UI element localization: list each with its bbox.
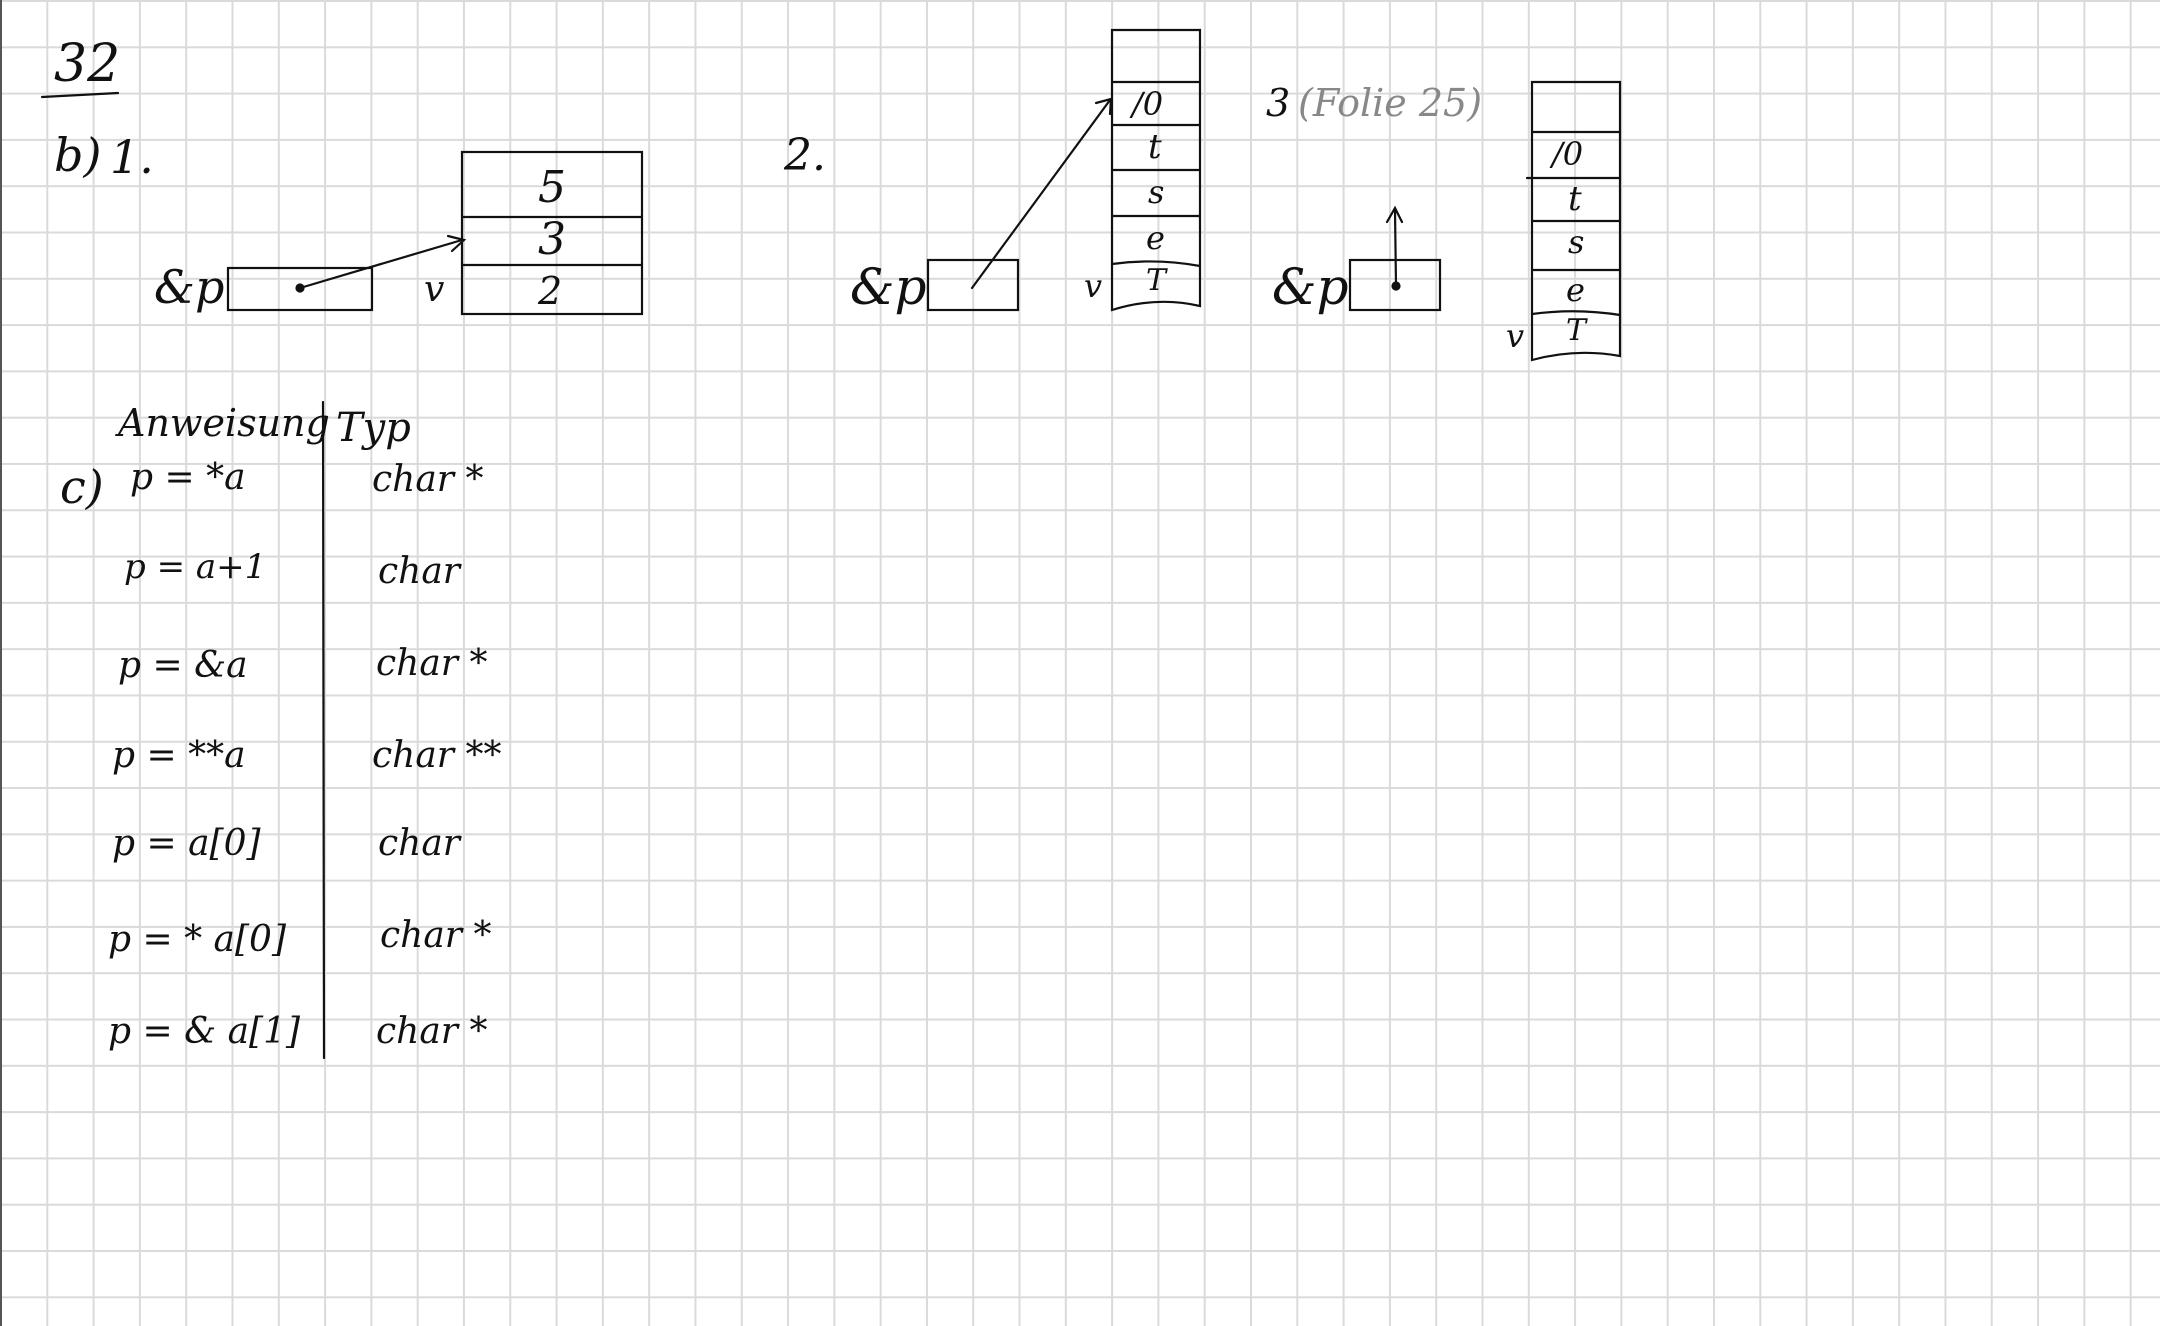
row-6-statement: p = * a[0]: [108, 919, 286, 960]
row-5-type: char: [378, 823, 461, 864]
part-b-label: b): [54, 128, 102, 182]
b3-cell-2: s: [1568, 223, 1585, 261]
b3-pointer-label: &p: [1272, 258, 1349, 316]
page-number-underline: [40, 91, 120, 99]
b2-cell-2: s: [1148, 173, 1165, 211]
row-4-statement: p = **a: [112, 735, 246, 776]
b1-pointer-label: &p: [154, 260, 225, 314]
b1-memory-block: [460, 150, 644, 316]
row-4-type: char **: [372, 735, 502, 776]
b3-v-label: v: [1506, 317, 1525, 355]
b3-note: (Folie 25): [1298, 81, 1483, 125]
page-number: 32: [54, 34, 121, 94]
b2-pointer-box: [926, 258, 1020, 312]
b2-pointer-label: &p: [850, 258, 927, 316]
row-7-statement: p = & a[1]: [108, 1011, 301, 1052]
header-type: Typ: [336, 405, 411, 451]
b3-cell-3: e: [1566, 271, 1585, 309]
b2-array-outline: [1110, 28, 1202, 312]
header-statement: Anweisung: [118, 401, 330, 445]
b2-cell-4: T: [1146, 263, 1167, 298]
part-c-label: c): [60, 460, 104, 514]
row-1-statement: p = *a: [130, 457, 246, 498]
b3-arrow: [1393, 208, 1398, 288]
b2-number: 2.: [784, 130, 826, 181]
b3-cell-4: T: [1566, 313, 1587, 348]
b2-arrow: [970, 98, 1112, 290]
b2-cell-0: /0: [1132, 85, 1164, 123]
b3-cell-1: t: [1568, 179, 1582, 219]
c-table-divider: [321, 400, 326, 1060]
page-edge: [0, 0, 2, 1326]
b3-arrow-head: [1385, 205, 1404, 224]
b1-v-label: v: [424, 269, 445, 310]
row-5-statement: p = a[0]: [112, 823, 261, 864]
b3-number: 3: [1266, 81, 1291, 125]
b3-array-outline: [1530, 80, 1622, 362]
row-3-statement: p = &a: [118, 645, 248, 686]
row-2-statement: p = a+1: [124, 547, 267, 587]
row-6-type: char *: [380, 915, 492, 956]
b1-cell-2: 2: [538, 269, 563, 313]
b2-v-label: v: [1084, 267, 1103, 305]
b2-cell-1: t: [1148, 127, 1162, 167]
b2-row-divider-4: [1110, 260, 1202, 268]
b3-cell-0: /0: [1552, 135, 1584, 173]
b1-number: 1.: [110, 130, 154, 184]
b1-arrow: [298, 238, 464, 290]
b1-pointer-box: [226, 266, 374, 312]
b1-arrow-head: [446, 234, 467, 253]
b1-cell-1: 3: [538, 214, 566, 265]
b2-cell-3: e: [1146, 219, 1165, 257]
row-7-type: char *: [376, 1011, 488, 1052]
b3-row-divider-4: [1530, 310, 1622, 317]
b1-cell-0: 5: [538, 162, 566, 213]
row-1-type: char *: [372, 459, 484, 500]
row-2-type: char: [378, 551, 461, 592]
row-3-type: char *: [376, 643, 488, 684]
